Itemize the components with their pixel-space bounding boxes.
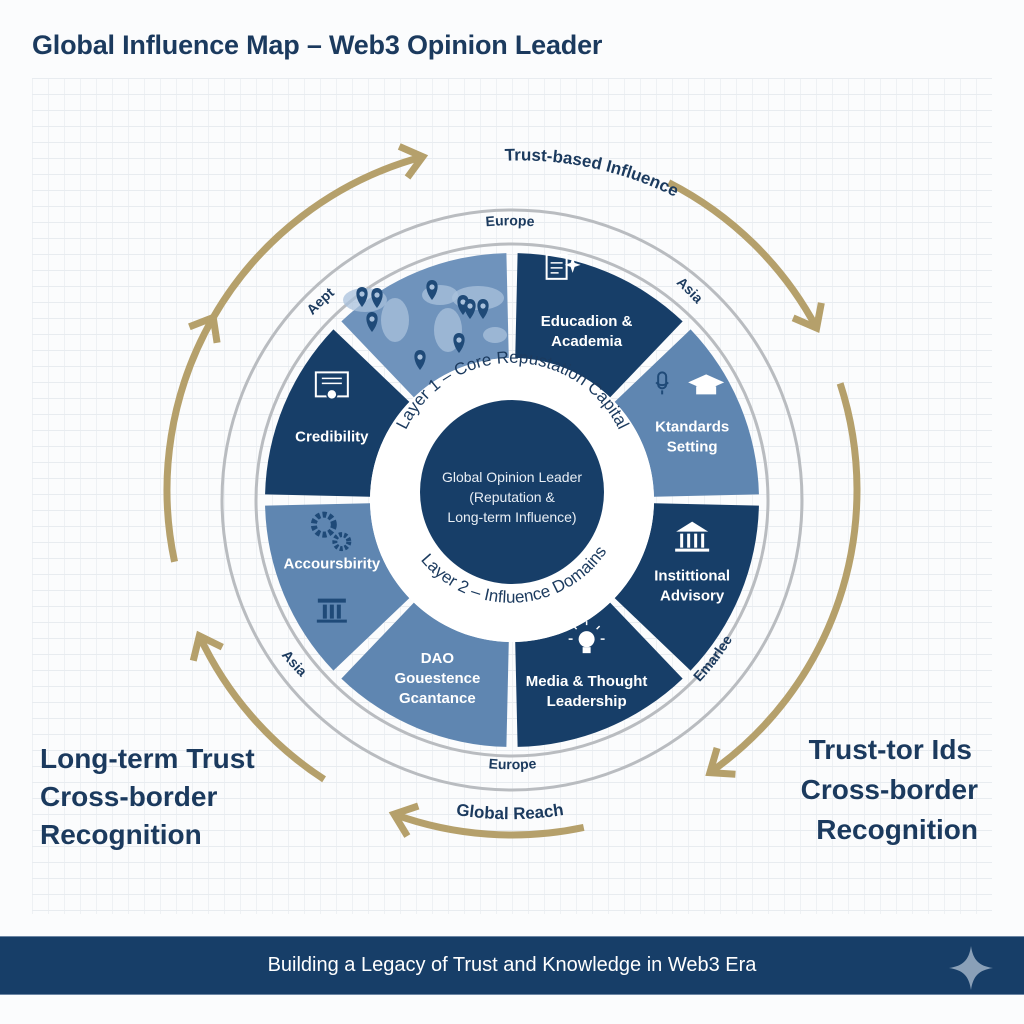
sector-label: Advisory xyxy=(660,588,725,605)
footer-text: Building a Legacy of Trust and Knowledge… xyxy=(267,954,757,976)
sector-shape xyxy=(515,602,683,747)
sector-label: Media & Thought xyxy=(526,673,648,690)
side-note-right: Trust-tor Ids Cross-border Recognition xyxy=(801,730,978,850)
gears-icon xyxy=(310,511,352,552)
region-label-top-left: Aept xyxy=(303,284,337,318)
gold-arrowhead-icon xyxy=(791,302,825,333)
map-pin-icon xyxy=(426,280,438,300)
sector-shape xyxy=(614,503,759,671)
side-note-left: Long-term Trust Cross-border Recognition xyxy=(40,740,255,854)
microphone-icon xyxy=(657,371,668,390)
side-right-line-3: Recognition xyxy=(816,814,978,845)
side-left-line-1: Long-term Trust xyxy=(40,743,255,774)
side-left-line-2: Cross-border xyxy=(40,781,218,812)
pillar-icon xyxy=(316,598,347,623)
sector-label: Accoursbirity xyxy=(283,556,380,573)
gold-arrowhead-icon xyxy=(188,312,221,344)
map-pin-icon xyxy=(366,312,378,332)
sector-label: Educadion & xyxy=(541,313,633,330)
center-line-3: Long-term Influence) xyxy=(447,509,576,525)
inner-ring xyxy=(254,242,770,758)
map-pin-icon xyxy=(371,288,383,308)
sector-label: Gouestence xyxy=(394,670,480,687)
gold-arrow-cycle xyxy=(163,143,861,839)
center-line-2: (Reputation & xyxy=(469,489,555,505)
center-circle xyxy=(420,400,604,584)
gold-arrow-arc xyxy=(210,153,424,320)
map-pin-icon xyxy=(453,333,465,353)
map-pin-icon xyxy=(356,287,368,307)
sector-label: Leadership xyxy=(547,693,627,710)
side-left-line-3: Recognition xyxy=(40,819,202,850)
arrow-label-top: Trust-based Influence xyxy=(504,145,681,200)
sector-label: Academia xyxy=(551,333,623,350)
arrow-label-bottom: Global Reach xyxy=(455,800,565,823)
gold-arrowhead-icon xyxy=(189,630,224,662)
map-pin-icon xyxy=(464,299,476,319)
sector-label: Gcantance xyxy=(399,690,476,707)
gold-arrow-arc xyxy=(667,179,820,330)
gold-arrowhead-icon xyxy=(397,143,429,180)
side-right-line-2: Cross-border xyxy=(800,774,978,805)
page-title: Global Influence Map – Web3 Opinion Lead… xyxy=(32,30,603,60)
sector-shape xyxy=(614,329,759,497)
sector-accountability: Accoursbirity xyxy=(265,503,410,671)
map-pin-icon xyxy=(414,350,426,370)
region-label-top: Europe xyxy=(485,212,535,229)
lightbulb-icon xyxy=(568,621,605,654)
sector-label: Credibility xyxy=(295,428,369,445)
certificate-icon xyxy=(314,371,349,401)
gold-arrow-arc xyxy=(196,634,327,783)
sector-label: Setting xyxy=(667,438,718,455)
gold-arrowhead-icon xyxy=(388,802,420,838)
map-pin-icon xyxy=(477,299,489,319)
sparkle-icon xyxy=(949,946,993,990)
footer-banner: Building a Legacy of Trust and Knowledge… xyxy=(0,936,1024,995)
sector-shape xyxy=(265,503,410,671)
sector-education: Educadion & Academia xyxy=(515,253,683,398)
gold-arrowhead-icon xyxy=(705,747,736,778)
outer-ring xyxy=(220,208,804,792)
sector-label: Instittional xyxy=(654,568,730,585)
gold-arrow-arc xyxy=(392,810,585,839)
mortarboard-icon xyxy=(655,371,725,395)
institution-icon xyxy=(675,521,710,552)
sector-shape xyxy=(265,329,410,497)
region-label-bottom: Europe xyxy=(488,755,537,772)
side-right-line-1: Trust-tor Ids xyxy=(808,734,972,765)
sector-credibility: Credibility xyxy=(265,329,410,497)
gold-arrow-arc xyxy=(707,382,861,776)
sector-label: Ktandards xyxy=(655,418,729,435)
sector-shape xyxy=(341,602,509,747)
scroll-icon xyxy=(545,253,581,280)
world-map-icon xyxy=(343,280,507,370)
sector-ring: Educadion & AcademiaKtandardsSettingInsti… xyxy=(265,253,759,747)
sector-shape xyxy=(515,253,683,398)
gold-arrow-arc xyxy=(163,315,217,563)
sector-world-map xyxy=(341,253,509,398)
center-line-1: Global Opinion Leader xyxy=(442,469,582,485)
sector-label: DAO xyxy=(421,650,455,667)
region-label-top-right: Asia xyxy=(674,274,707,307)
